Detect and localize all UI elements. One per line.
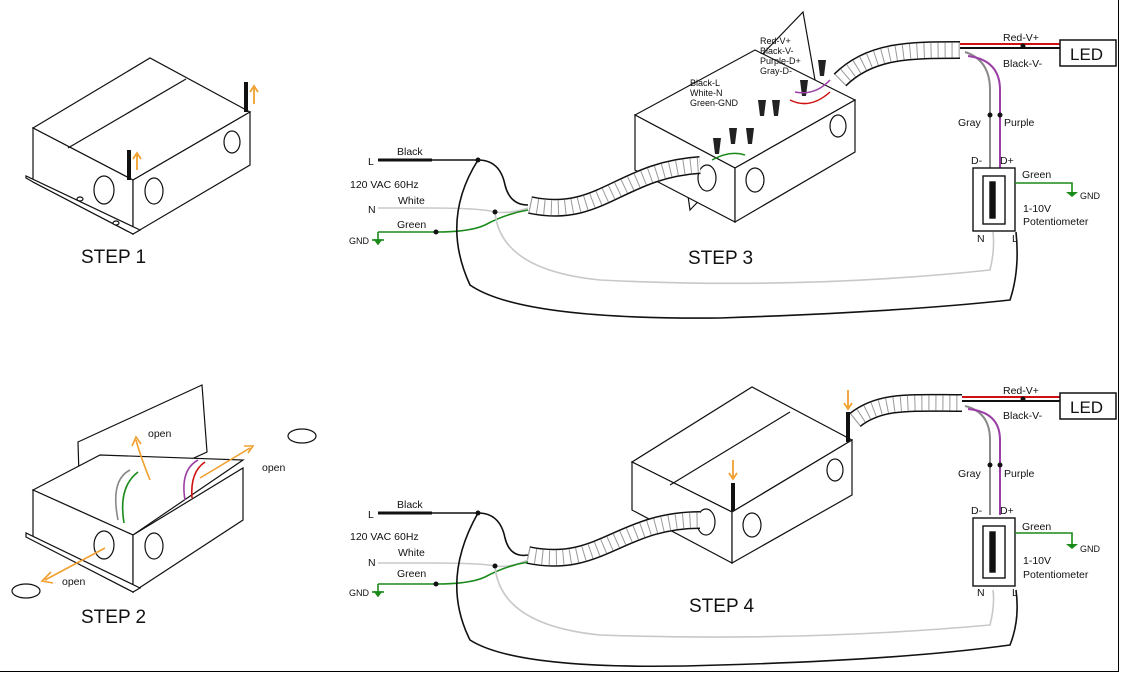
step4-screws: [731, 412, 850, 511]
step2-internal-wires: [114, 459, 206, 524]
open-label-right: open: [262, 462, 286, 474]
step1-box: [25, 57, 252, 236]
step3-pot-l: L: [1012, 233, 1018, 245]
step4-pot-title: 1-10V: [1023, 555, 1051, 567]
step4-voltage-label: 120 VAC 60Hz: [350, 531, 419, 543]
step3-potentiometer: [972, 167, 1016, 232]
step3-led-box: [1059, 39, 1117, 67]
step4-box: [630, 386, 854, 565]
step1-lift-arrows: [132, 84, 259, 170]
step3-dplus: D+: [1000, 155, 1014, 167]
step4-pot-gnd: GND: [1080, 544, 1101, 554]
step4-line-letter: L: [368, 509, 374, 521]
step4-pot-green: Green: [1022, 521, 1051, 533]
step4-pot-l: L: [1012, 587, 1018, 599]
step3-purple-label: Purple: [1004, 117, 1035, 129]
box-label-left-3: Green-GND: [690, 98, 739, 108]
step4-label: STEP 4: [689, 596, 755, 617]
step3-gray-label: Gray: [958, 117, 982, 129]
step3-gnd-label: GND: [349, 236, 370, 246]
step4-gnd-symbol: [372, 591, 384, 598]
step4-dplus: D+: [1000, 505, 1014, 517]
step4-gray-label: Gray: [958, 468, 982, 480]
step2-label: STEP 2: [81, 607, 146, 628]
step4-green-label: Green: [397, 568, 426, 580]
step4-pot-n: N: [977, 587, 985, 599]
open-label-bottom: open: [62, 576, 86, 588]
step3-line-letter: L: [368, 156, 374, 168]
box-label-right-1: Red-V+: [760, 36, 791, 46]
knockout-plug-left: [11, 583, 41, 599]
step4-black-label: Black: [397, 499, 423, 511]
step4-conduit: [526, 393, 963, 567]
box-label-right-4: Gray-D-: [760, 66, 792, 76]
step3-gnd-symbol: [372, 239, 384, 246]
step4-led-label: LED: [1070, 398, 1103, 417]
knockout-plug-right: [287, 428, 317, 444]
step4-white-label: White: [398, 547, 425, 559]
step3-internal-wires: [711, 79, 831, 161]
step4-dminus: D-: [971, 505, 983, 517]
step3-green-label: Green: [397, 219, 426, 231]
step4-pot-subtitle: Potentiometer: [1023, 569, 1089, 581]
step1-label: STEP 1: [81, 247, 146, 268]
step3-pot-gnd: GND: [1080, 191, 1101, 201]
step3-conduit: [528, 41, 961, 217]
step3-neutral-letter: N: [368, 204, 376, 216]
step3-dminus: D-: [971, 155, 983, 167]
step3-pot-subtitle: Potentiometer: [1023, 216, 1089, 228]
step3-black-label: Black: [397, 146, 423, 158]
step3-voltage-label: 120 VAC 60Hz: [350, 179, 419, 191]
step4-neutral-letter: N: [368, 557, 376, 569]
step3-white-label: White: [398, 195, 425, 207]
box-label-right-3: Purple-D+: [760, 56, 801, 66]
step3-box: [633, 10, 857, 224]
step4-led-box: [1059, 392, 1117, 420]
step2-open-arrows: [40, 435, 255, 584]
box-label-left-1: Black-L: [690, 78, 720, 88]
open-label-top: open: [148, 428, 172, 440]
step4-supply-wires: [377, 511, 1018, 668]
step3-red-label: Red-V+: [1003, 32, 1039, 44]
step3-label: STEP 3: [688, 248, 753, 269]
step3-led-label: LED: [1070, 45, 1103, 64]
step3-pot-n: N: [977, 233, 985, 245]
step4-gnd-label: GND: [349, 588, 370, 598]
step4-output-wires: [962, 396, 1060, 515]
step3-output-wires: [960, 43, 1060, 170]
step4-potentiometer: [972, 517, 1016, 587]
box-label-left-2: White-N: [690, 88, 723, 98]
box-label-right-2: Black-V-: [760, 46, 794, 56]
step3-blackv-label: Black-V-: [1003, 58, 1043, 70]
step2-box: [25, 384, 245, 594]
step4-blackv-label: Black-V-: [1003, 410, 1043, 422]
step4-purple-label: Purple: [1004, 468, 1035, 480]
step3-pot-title: 1-10V: [1023, 203, 1051, 215]
step3-pot-green: Green: [1022, 169, 1051, 181]
step4-red-label: Red-V+: [1003, 385, 1039, 397]
step4-tighten-arrows: [728, 390, 853, 481]
step1-screws: [127, 82, 248, 180]
